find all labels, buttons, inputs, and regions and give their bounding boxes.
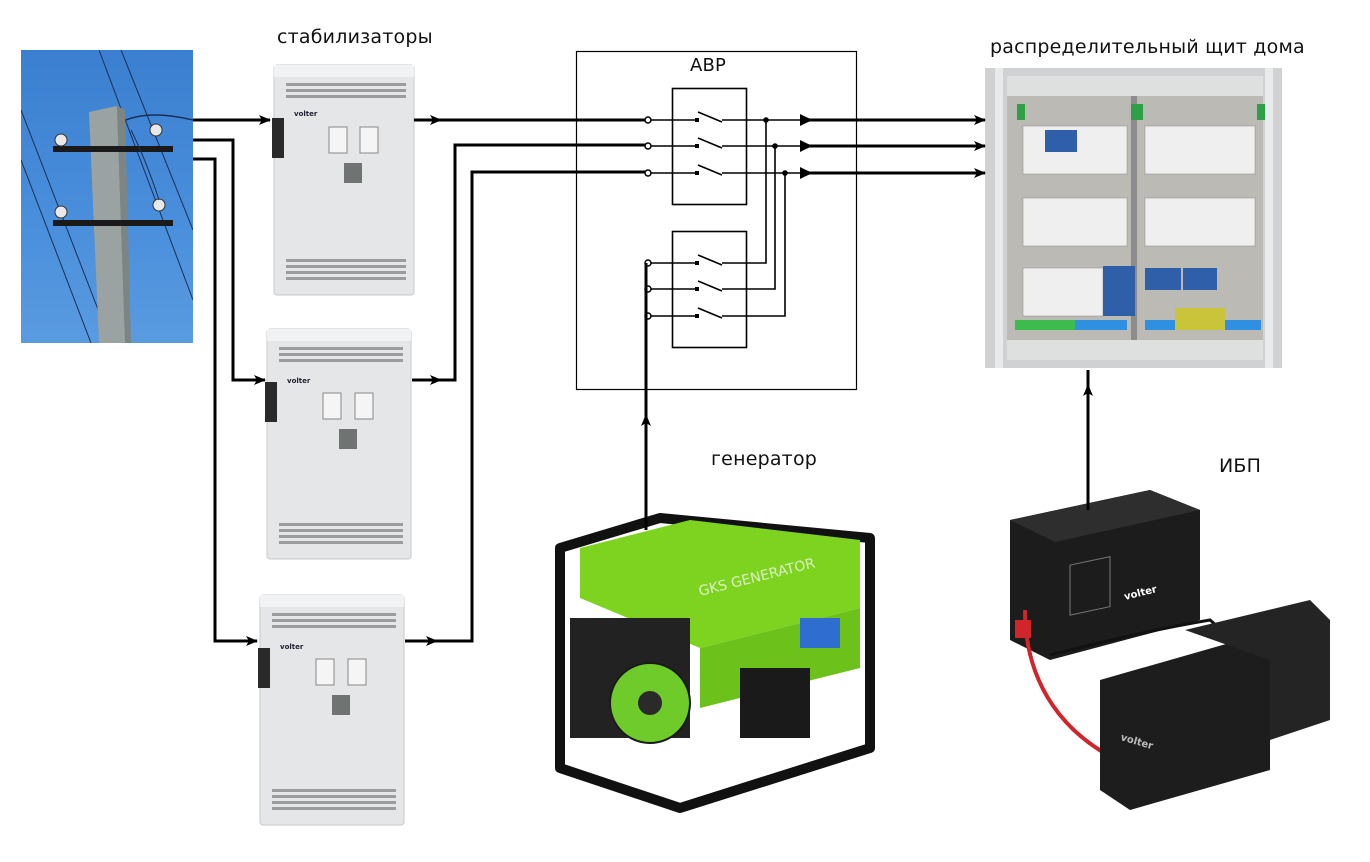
stabilizer-1-image: volter [272, 63, 416, 301]
ups-title: ИБП [1219, 455, 1262, 477]
distribution-board-title: распределительный щит дома [990, 36, 1305, 58]
ats-title: АВР [690, 55, 727, 76]
svg-text:volter: volter [280, 643, 304, 651]
generator-image: GKS GENERATOR [540, 508, 880, 832]
svg-text:volter: volter [294, 110, 318, 118]
ats-generator-switches [650, 120, 786, 319]
svg-text:volter: volter [287, 377, 311, 385]
distribution-board-image [985, 68, 1282, 368]
wire-grid-stab2 [193, 138, 266, 385]
generator-title: генератор [711, 448, 818, 470]
stabilizers-title: стабилизаторы [277, 26, 433, 48]
terminal-mains-1 [644, 116, 652, 124]
stabilizer-2-image: volter [265, 327, 413, 565]
grid-to-stabilizer-wires [193, 115, 271, 646]
ats-frame [575, 50, 858, 391]
stabilizer-output-wires [405, 115, 648, 646]
power-line-pole-image [21, 50, 193, 343]
ats-to-board-wires [800, 115, 986, 178]
ats-mains-switches [650, 111, 800, 176]
wire-grid-stab3 [193, 157, 258, 646]
stabilizer-3-image: volter [258, 593, 406, 831]
terminal-mains-3 [644, 169, 652, 177]
terminal-mains-2 [644, 142, 652, 150]
ups-image: volter volter [1000, 480, 1340, 824]
